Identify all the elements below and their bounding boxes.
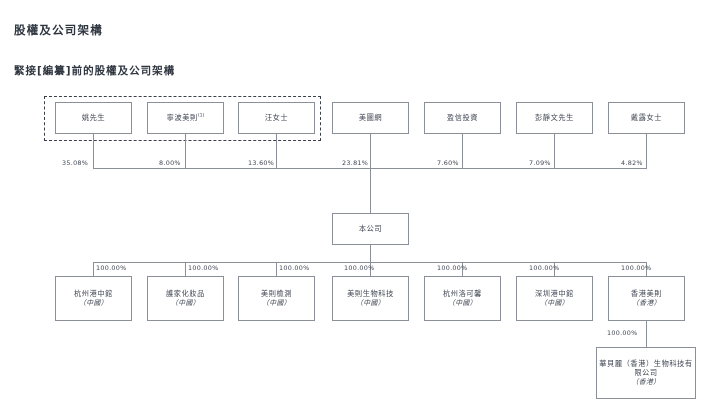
shareholder-box-5[interactable]: 盈信投資 <box>424 102 501 134</box>
subsidiary-box-4[interactable]: 美則生物科技 （中國） <box>332 276 409 321</box>
connector-shareholder-4 <box>370 134 371 168</box>
connector-subsidiary-3 <box>276 262 277 276</box>
subsidiary-label-6: 深圳港中館 （中國） <box>535 289 574 307</box>
subsidiary-box-1[interactable]: 杭州港中館 （中國） <box>55 276 132 321</box>
connector-company-to-sub-bus <box>370 245 371 262</box>
connector-shareholder-6 <box>554 134 555 168</box>
subsidiary-box-7[interactable]: 香港美則 （香港） <box>608 276 685 321</box>
shareholder-box-7[interactable]: 戴露女士 <box>608 102 685 134</box>
shareholder-label-1: 姚先生 <box>81 113 106 123</box>
shareholder-label-3: 汪女士 <box>264 113 289 123</box>
shareholder-box-4[interactable]: 美圖網 <box>332 102 409 134</box>
connector-subsidiary-2 <box>185 262 186 276</box>
sub-subsidiary-box[interactable]: 華貝麗（香港）生物科技有限公司 （香港） <box>596 347 696 399</box>
subsidiary-percent-4: 100.00% <box>344 264 375 272</box>
shareholder-label-7: 戴露女士 <box>630 113 663 123</box>
company-label: 本公司 <box>358 224 383 234</box>
shareholder-label-4: 美圖網 <box>358 113 383 123</box>
subsidiary-label-7: 香港美則 （香港） <box>630 289 663 307</box>
subsidiary-label-5: 杭州洛可馨 （中國） <box>443 289 482 307</box>
connector-shareholder-7 <box>646 134 647 168</box>
ownership-percent-7: 4.82% <box>621 159 643 167</box>
section-subtitle: 緊接[編纂]前的股權及公司架構 <box>14 65 176 77</box>
subsidiary-box-3[interactable]: 美則檢測 （中國） <box>238 276 315 321</box>
connector-bus-to-company <box>370 168 371 213</box>
shareholder-label-6: 彭靜文先生 <box>535 113 574 123</box>
ownership-percent-4: 23.81% <box>342 159 369 167</box>
subsidiary-percent-2: 100.00% <box>188 264 219 272</box>
subsidiary-percent-6: 100.00% <box>529 264 560 272</box>
subsidiary-box-2[interactable]: 護家化妝品 （中國） <box>147 276 224 321</box>
shareholder-box-1[interactable]: 姚先生 <box>55 102 132 134</box>
subsidiary-label-3: 美則檢測 （中國） <box>260 289 293 307</box>
sub-subsidiary-percent: 100.00% <box>607 329 638 337</box>
shareholder-label-5: 盈信投資 <box>446 113 479 123</box>
connector-sub-subsidiary <box>646 321 647 347</box>
subsidiary-percent-1: 100.00% <box>96 264 127 272</box>
shareholder-box-2[interactable]: 寧波美則(1) <box>147 102 224 134</box>
ownership-percent-3: 13.60% <box>248 159 275 167</box>
subsidiary-label-2: 護家化妝品 （中國） <box>166 289 205 307</box>
subsidiary-percent-5: 100.00% <box>437 264 468 272</box>
subsidiary-label-4: 美則生物科技 （中國） <box>347 289 394 307</box>
connector-shareholder-1 <box>93 134 94 168</box>
sub-subsidiary-label: 華貝麗（香港）生物科技有限公司 （香港） <box>599 358 693 387</box>
ownership-percent-2: 8.00% <box>159 159 181 167</box>
shareholder-box-3[interactable]: 汪女士 <box>238 102 315 134</box>
connector-subsidiary-5 <box>462 262 463 276</box>
subsidiary-percent-7: 100.00% <box>621 264 652 272</box>
connector-subsidiary-4 <box>370 262 371 276</box>
connector-shareholder-2 <box>185 134 186 168</box>
subsidiary-box-6[interactable]: 深圳港中館 （中國） <box>516 276 593 321</box>
connector-shareholder-5 <box>462 134 463 168</box>
connector-subsidiary-1 <box>93 262 94 276</box>
company-box[interactable]: 本公司 <box>332 213 409 245</box>
ownership-percent-5: 7.60% <box>437 159 459 167</box>
page-title: 股權及公司架構 <box>14 23 103 37</box>
shareholder-box-6[interactable]: 彭靜文先生 <box>516 102 593 134</box>
subsidiary-percent-3: 100.00% <box>279 264 310 272</box>
ownership-percent-6: 7.09% <box>529 159 551 167</box>
shareholder-label-2: 寧波美則(1) <box>166 113 205 123</box>
connector-subsidiary-6 <box>554 262 555 276</box>
subsidiary-label-1: 杭州港中館 （中國） <box>74 289 113 307</box>
subsidiary-box-5[interactable]: 杭州洛可馨 （中國） <box>424 276 501 321</box>
connector-subsidiary-7 <box>646 262 647 276</box>
ownership-percent-1: 35.08% <box>62 159 89 167</box>
connector-shareholder-3 <box>276 134 277 168</box>
concert-party-group-outline <box>44 96 321 141</box>
